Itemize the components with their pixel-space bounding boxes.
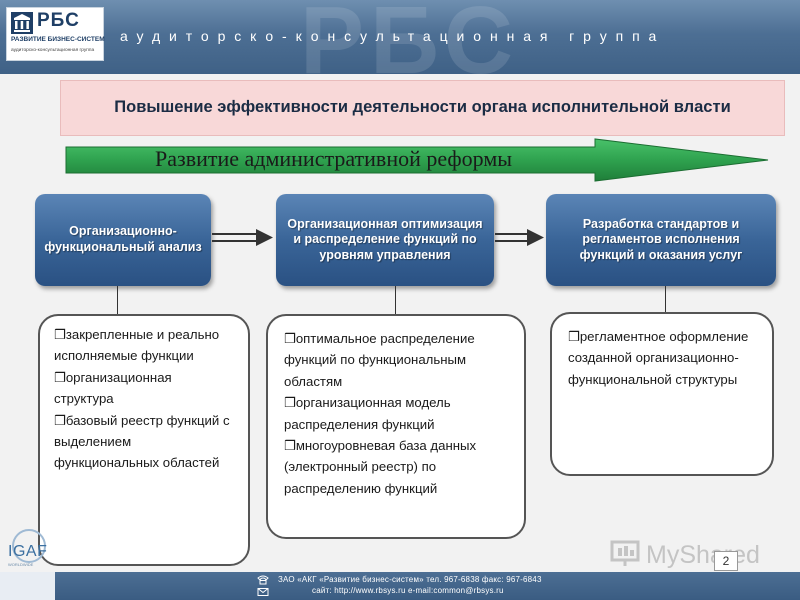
logo-subtitle: РАЗВИТИЕ БИЗНЕС-СИСТЕМ	[11, 36, 105, 43]
reform-arrow-label: Развитие административной реформы	[155, 146, 513, 171]
header-tagline: аудиторско-консультационная группа	[120, 28, 666, 44]
list-item: ❒организационная модель распределения фу…	[284, 395, 451, 432]
logo-title: РБС	[37, 10, 80, 31]
stage-standards-results: ❒регламентное оформление созданной орган…	[550, 312, 774, 476]
igaf-logo	[12, 529, 46, 563]
logo-subtitle-small: аудиторско-консультационная группа	[11, 48, 95, 53]
footer-strip	[0, 572, 55, 600]
phone-icon	[257, 575, 269, 585]
slide-title: Повышение эффективности деятельности орг…	[60, 80, 785, 136]
stage-optimization-box: Организационная оптимизация и распределе…	[276, 194, 494, 286]
header-bar: РБС РБС РАЗВИТИЕ БИЗНЕС-СИСТЕМ аудиторск…	[0, 0, 800, 74]
footer-website-email: сайт: http://www.rbsys.ru e-mail:common@…	[312, 586, 504, 595]
connector-line	[117, 286, 118, 314]
myshared-logo-icon	[610, 540, 640, 566]
list-item: ❒организационная структура	[54, 369, 172, 407]
stage-analysis-results: ❒закрепленные и реально исполняемые функ…	[38, 314, 250, 566]
page-number: 2	[714, 551, 738, 571]
connector-line	[665, 286, 666, 312]
list-item: ❒оптимальное распределение функций по фу…	[284, 331, 475, 389]
footer-bar	[0, 572, 800, 600]
connector-line	[395, 286, 396, 314]
igaf-logo-text: IGAF	[8, 543, 48, 560]
header-watermark: РБС	[300, 0, 520, 74]
list-item: ❒закрепленные и реально исполняемые функ…	[54, 327, 220, 364]
myshared-watermark: MyShared	[646, 541, 760, 569]
double-line-right-arrow-icon	[212, 229, 273, 246]
list-item: ❒базовый реестр функций с выделением фун…	[54, 412, 230, 471]
stage-analysis-box: Организационно-функциональный анализ	[35, 194, 211, 286]
double-line-right-arrow-icon	[495, 229, 544, 246]
list-item: ❒регламентное оформление созданной орган…	[568, 329, 749, 387]
list-item: ❒многоуровневая база данных (электронный…	[284, 437, 477, 496]
igaf-logo-subtext: WORLDWIDE	[8, 562, 34, 567]
reform-arrow-icon	[65, 138, 769, 182]
rbs-logo: РБС РАЗВИТИЕ БИЗНЕС-СИСТЕМ аудиторско-ко…	[6, 7, 105, 61]
stage-standards-box: Разработка стандартов и регламентов испо…	[546, 194, 776, 286]
stage-optimization-results: ❒оптимальное распределение функций по фу…	[266, 314, 526, 539]
rbs-logo-icon	[11, 12, 33, 34]
footer-contacts: ЗАО «АКГ «Развитие бизнес-систем» тел. 9…	[278, 575, 542, 584]
envelope-icon	[257, 588, 269, 596]
